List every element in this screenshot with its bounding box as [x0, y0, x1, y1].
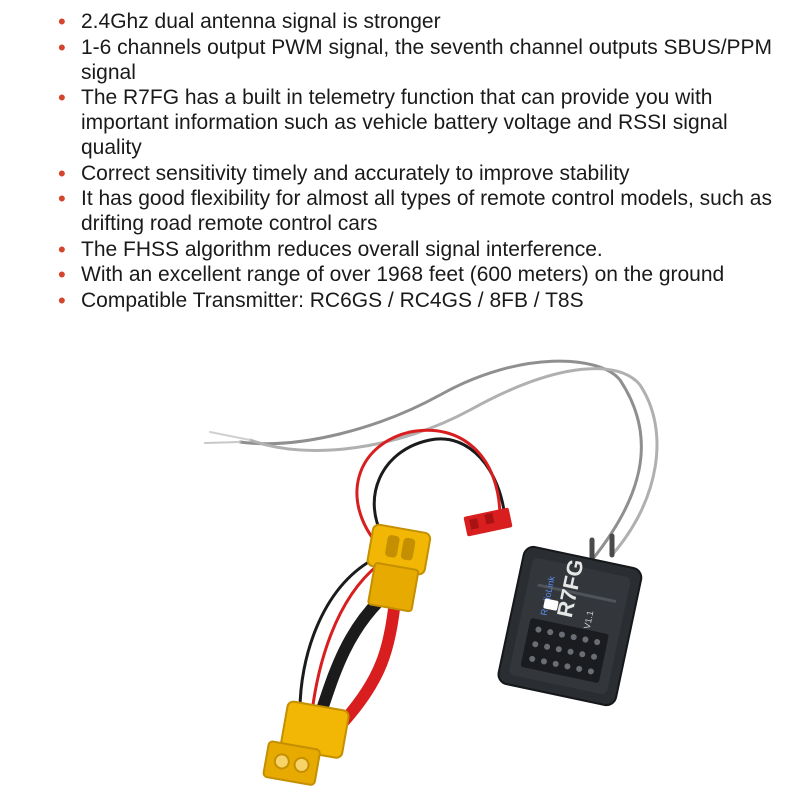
xt60-connector-bottom — [262, 700, 350, 786]
receiver-version-label: V1.1 — [582, 610, 596, 630]
feature-item: • It has good flexibility for almost all … — [56, 186, 786, 236]
servo-pin-header — [520, 618, 609, 683]
wire-black-lower — [312, 594, 386, 726]
antenna-tip-right — [209, 431, 251, 441]
bullet-icon: • — [58, 186, 66, 211]
feature-text: The R7FG has a built in telemetry functi… — [81, 86, 728, 159]
bullet-icon: • — [58, 287, 66, 313]
bullet-icon: • — [58, 236, 66, 262]
feature-text: Compatible Transmitter: RC6GS / RC4GS / … — [81, 288, 584, 312]
feature-text: 1-6 channels output PWM signal, the seve… — [81, 35, 773, 84]
r7fg-receiver: R7FG RadioLink V1.1 — [497, 545, 643, 707]
bullet-icon: • — [58, 160, 66, 186]
bullet-icon: • — [58, 85, 66, 110]
antenna-left — [238, 359, 643, 562]
feature-text: Correct sensitivity timely and accuratel… — [81, 161, 630, 185]
feature-list: •2.4Ghz dual antenna signal is stronger … — [56, 9, 786, 313]
feature-item: • 1-6 channels output PWM signal, the sev… — [56, 35, 786, 85]
feature-text: It has good flexibility for almost all t… — [81, 187, 772, 235]
bullet-icon: • — [58, 262, 66, 287]
wire-red-side — [310, 563, 380, 714]
jst-connector — [463, 507, 513, 537]
feature-item: • The R7FG has a built in telemetry funct… — [56, 85, 786, 160]
feature-text: 2.4Ghz dual antenna signal is stronger — [81, 10, 441, 33]
wire-red-lower — [339, 594, 401, 726]
feature-item: • With an excellent range of over 1968 fe… — [56, 262, 786, 287]
feature-text: The FHSS algorithm reduces overall signa… — [81, 237, 603, 261]
feature-item: • Correct sensitivity timely and accurate… — [56, 161, 786, 186]
feature-item: • Compatible Transmitter: RC6GS / RC4GS /… — [56, 288, 786, 313]
wire-black-side — [298, 558, 374, 712]
bullet-icon: • — [58, 34, 66, 60]
bind-button — [543, 598, 559, 611]
antenna-tip-left — [204, 441, 241, 444]
antenna-wires — [204, 359, 659, 563]
feature-text: With an excellent range of over 1968 fee… — [81, 263, 725, 286]
antenna-right — [248, 367, 659, 557]
feature-item: • 2.4Ghz dual antenna signal is stronger — [56, 9, 786, 34]
product-photo: R7FG RadioLink V1.1 — [204, 359, 659, 786]
feature-item: • The FHSS algorithm reduces overall sign… — [56, 237, 786, 262]
xt60-connector-top — [366, 523, 432, 613]
wire-red-top — [355, 428, 502, 547]
bullet-icon: • — [58, 9, 66, 34]
